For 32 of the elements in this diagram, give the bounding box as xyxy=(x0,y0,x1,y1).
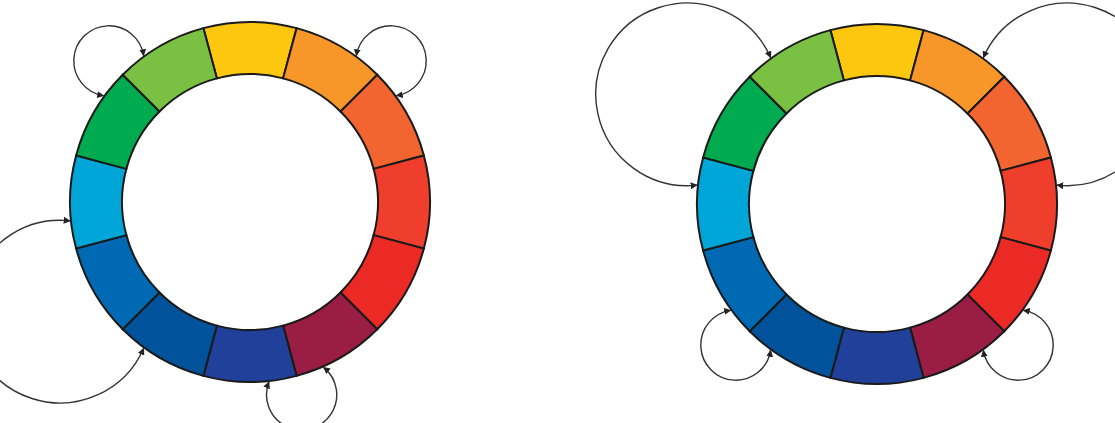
curved-arrow xyxy=(700,308,773,381)
color-segment xyxy=(829,23,925,82)
color-segment xyxy=(75,234,161,331)
curved-arrow xyxy=(73,25,146,98)
color-segment xyxy=(121,291,218,377)
color-segment xyxy=(999,156,1058,252)
color-segment xyxy=(372,154,431,250)
color-segment xyxy=(829,326,925,385)
color-segment xyxy=(121,27,218,113)
color-segment xyxy=(339,234,425,331)
curved-arrow xyxy=(982,2,1115,189)
color-segment xyxy=(202,21,298,80)
color-segment xyxy=(339,73,425,170)
curved-arrow xyxy=(263,366,338,423)
color-segment xyxy=(702,75,788,172)
color-segment xyxy=(69,154,128,250)
curved-arrow xyxy=(0,217,145,404)
curved-arrow xyxy=(981,308,1054,381)
color-segment xyxy=(202,324,298,383)
color-segment xyxy=(696,156,755,252)
color-segment xyxy=(748,29,845,115)
color-segment xyxy=(909,293,1006,379)
color-segment xyxy=(702,236,788,333)
color-segment xyxy=(282,291,379,377)
curved-arrow xyxy=(354,25,427,98)
curved-arrow xyxy=(595,2,772,189)
color-segment xyxy=(909,29,1006,115)
color-segment xyxy=(748,293,845,379)
color-segment xyxy=(966,236,1052,333)
color-segment xyxy=(966,75,1052,172)
color-segment xyxy=(282,27,379,113)
color-segment xyxy=(75,73,161,170)
